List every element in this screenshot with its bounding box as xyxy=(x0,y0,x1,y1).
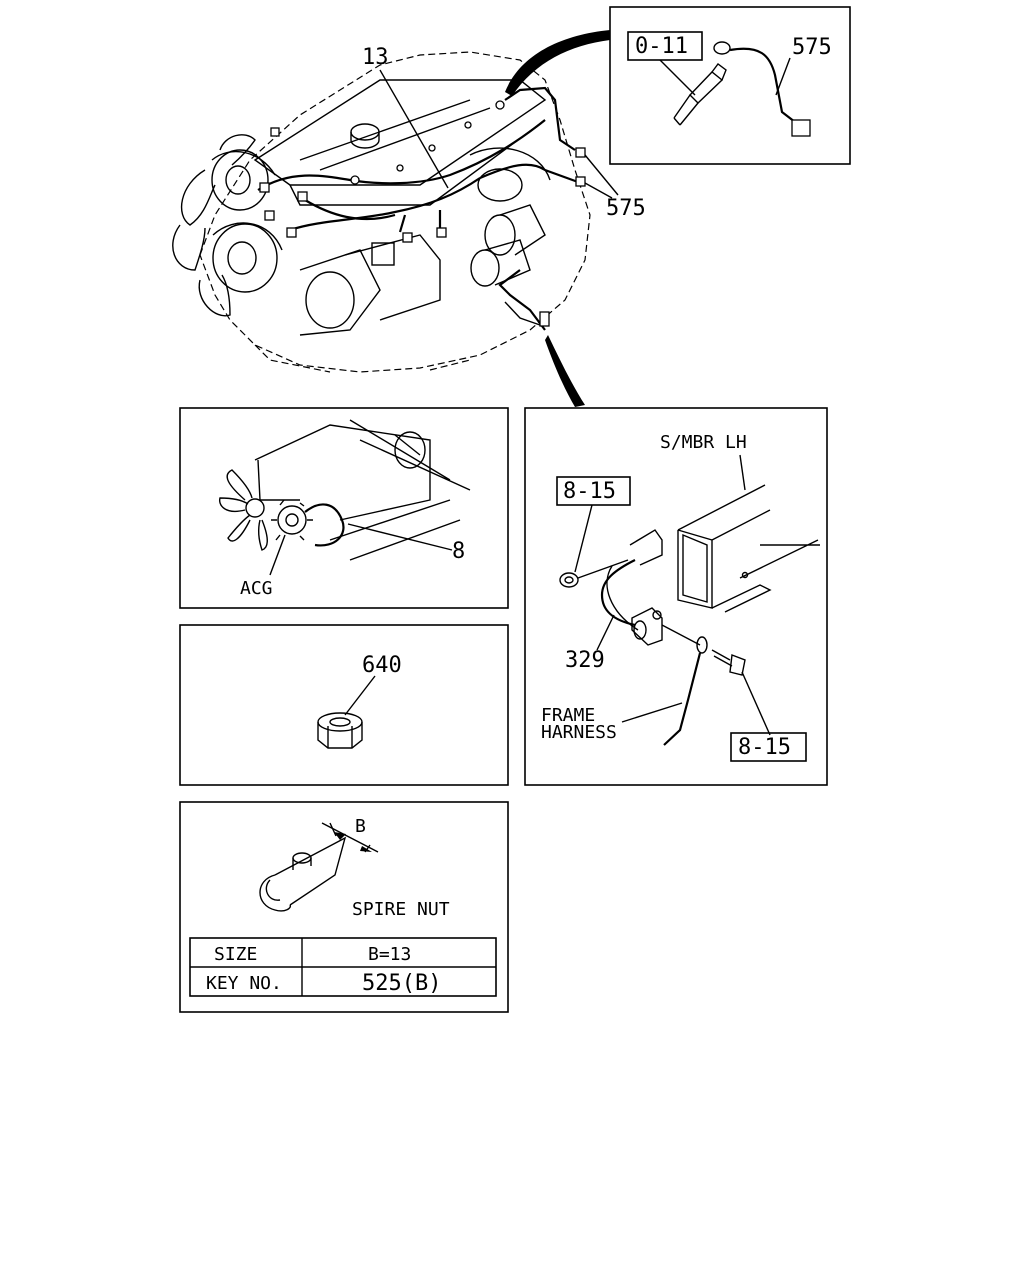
spire-nut-panel: B SPIRE NUT SIZE B=13 KEY NO. 525(B) xyxy=(179,801,509,1013)
sensor-detail-inset: 0-11 575 xyxy=(609,6,851,165)
inset-pointer-arrow xyxy=(505,30,610,96)
table-size-value: B=13 xyxy=(368,944,411,965)
spire-nut-label: SPIRE NUT xyxy=(352,899,450,920)
ref-leader xyxy=(659,59,696,96)
frame-panel-title: S/MBR LH xyxy=(660,432,747,453)
spire-panel-frame xyxy=(179,801,509,1013)
frame-harness-label-2: HARNESS xyxy=(541,722,617,743)
acg-part-callout: 8 xyxy=(452,539,465,564)
ref-box-top-label: 8-15 xyxy=(563,479,616,504)
nut-panel: 640 xyxy=(179,624,509,786)
inset-harness-callout: 575 xyxy=(792,35,832,60)
sensor-harness-callout: 575 xyxy=(606,196,646,221)
table-keyno-header: KEY NO. xyxy=(206,973,282,994)
nut-part-callout: 640 xyxy=(362,653,402,678)
ref-box-0-11 xyxy=(627,31,703,61)
frame-pointer-arrow xyxy=(545,335,585,407)
acg-panel-frame xyxy=(179,407,509,609)
pipe-part-callout: 329 xyxy=(565,648,605,673)
nut-panel-frame xyxy=(179,624,509,786)
engine-assembly-drawing xyxy=(172,51,591,373)
harness-callout: 13 xyxy=(362,45,389,70)
frame-harness-label-1: FRAME xyxy=(541,705,595,726)
ref-box-0-11-label: 0-11 xyxy=(635,34,688,59)
sensor-inset-frame xyxy=(609,6,851,165)
sensor-harness-leader-2 xyxy=(584,182,613,199)
sensor-harness-leader-1 xyxy=(584,154,619,196)
dimension-b-label: B xyxy=(355,816,366,837)
ref-box-bottom-label: 8-15 xyxy=(738,735,791,760)
table-keyno-value: 525(B) xyxy=(362,971,441,996)
table-size-header: SIZE xyxy=(214,944,257,965)
ref-box-bottom xyxy=(730,732,807,762)
acg-panel: 8 ACG xyxy=(179,407,509,609)
frame-panel: S/MBR LH 8-15 8-15 xyxy=(524,407,828,786)
harness-leader-line xyxy=(379,69,449,189)
frame-panel-frame xyxy=(524,407,828,786)
acg-label: ACG xyxy=(240,578,273,599)
ref-box-top xyxy=(556,476,631,506)
